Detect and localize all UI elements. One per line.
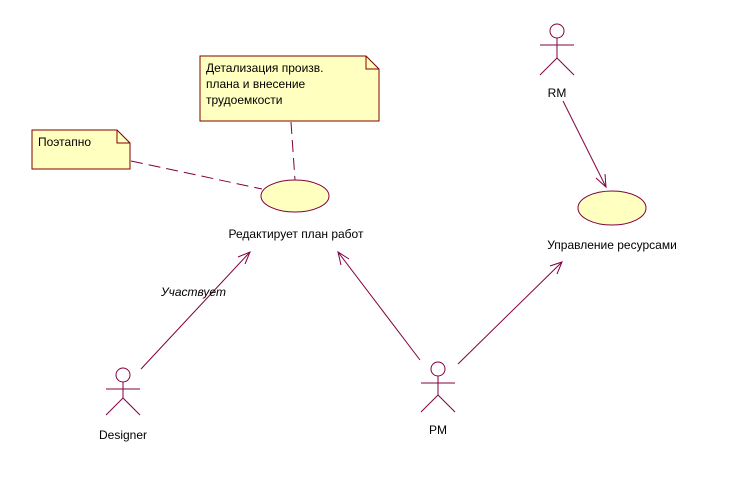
use-case-edit-plan-ellipse	[260, 179, 330, 213]
actor-rm-icon	[539, 23, 575, 76]
association-rm-resources[interactable]	[562, 100, 607, 189]
note-detail[interactable]: Детализация произв. плана и внесение тру…	[199, 55, 380, 122]
association-pm-edit-plan[interactable]	[337, 250, 421, 361]
note-stepwise-anchor	[130, 160, 263, 190]
note-detail-body	[199, 55, 380, 122]
note-stepwise[interactable]: Поэтапно	[31, 129, 131, 170]
use-case-resources-label: Управление ресурсами	[547, 238, 677, 252]
actor-pm[interactable]: PM	[420, 361, 456, 437]
arrowhead-pm-edit-plan	[337, 250, 350, 266]
use-case-resources-ellipse	[577, 190, 647, 226]
use-case-edit-plan[interactable]: Редактирует план работ	[229, 179, 364, 241]
actor-designer-icon	[105, 367, 141, 416]
actor-designer-label: Designer	[99, 428, 147, 442]
actor-pm-icon	[420, 361, 456, 413]
note-detail-anchor	[290, 121, 296, 181]
note-detail-line-2: плана и внесение	[206, 77, 306, 91]
association-designer-edit-plan-label: Участвует	[160, 285, 226, 299]
association-designer-edit-plan[interactable]	[140, 251, 251, 370]
use-case-resources[interactable]: Управление ресурсами	[547, 190, 677, 252]
arrowhead-rm-resources	[595, 173, 607, 189]
note-stepwise-body	[31, 129, 131, 170]
note-detail-line-3: трудоемкости	[206, 93, 283, 107]
association-pm-resources[interactable]	[457, 261, 563, 365]
actor-rm-label: RM	[548, 86, 567, 100]
use-case-edit-plan-label: Редактирует план работ	[229, 227, 364, 241]
actor-designer[interactable]: Designer	[99, 367, 147, 442]
actor-rm[interactable]: RM	[539, 23, 575, 100]
note-stepwise-line-1: Поэтапно	[38, 135, 91, 149]
arrowhead-designer-edit-plan	[237, 251, 251, 265]
note-detail-line-1: Детализация произв.	[206, 61, 324, 75]
arrowhead-pm-resources	[549, 261, 563, 275]
note-stepwise-fold	[116, 130, 130, 144]
actor-pm-label: PM	[429, 423, 447, 437]
note-detail-fold	[365, 56, 379, 70]
